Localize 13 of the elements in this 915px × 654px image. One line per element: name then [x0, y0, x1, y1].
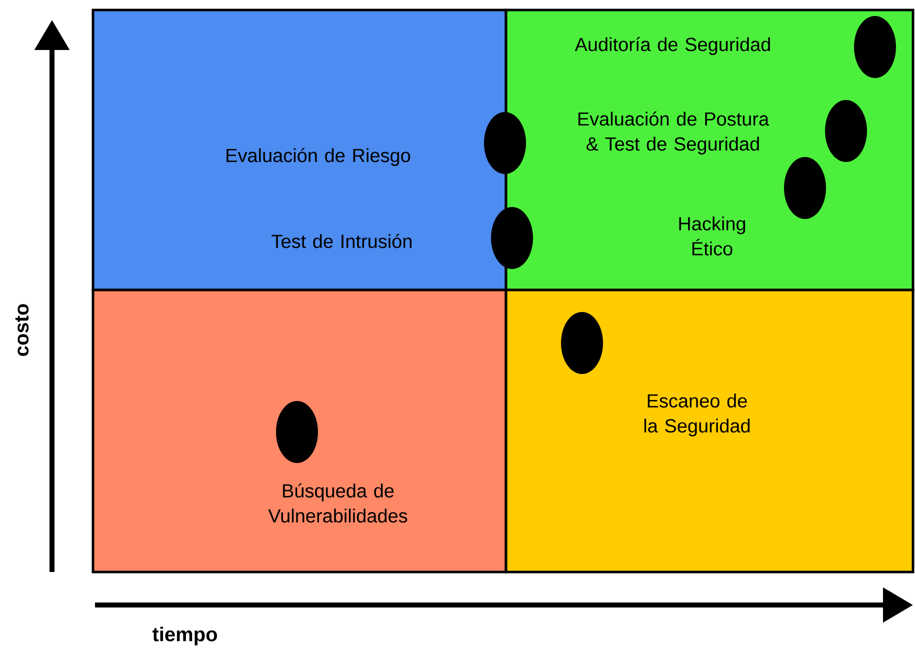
quadrant-label: Auditoría de Seguridad — [574, 37, 770, 55]
quadrant-label: Test de Intrusión — [272, 234, 412, 248]
quadrant-box — [92, 288, 508, 574]
quadrant-box — [92, 8, 508, 292]
quadrant-label: Evaluación de Postura & Test de Seguridad — [578, 112, 770, 154]
quadrant-label: Evaluación de Riesgo — [226, 148, 410, 166]
quadrant-box — [504, 8, 914, 292]
axis-label: costo — [15, 304, 29, 356]
axis-label: tiempo — [152, 626, 217, 646]
quadrant-label: Escaneo de la Seguridad — [644, 394, 750, 436]
quadrant-box — [504, 288, 914, 574]
quadrant-label: Búsqueda de Vulnerabilidades — [268, 483, 408, 523]
quadrant-label: Hacking Ético — [679, 216, 746, 256]
